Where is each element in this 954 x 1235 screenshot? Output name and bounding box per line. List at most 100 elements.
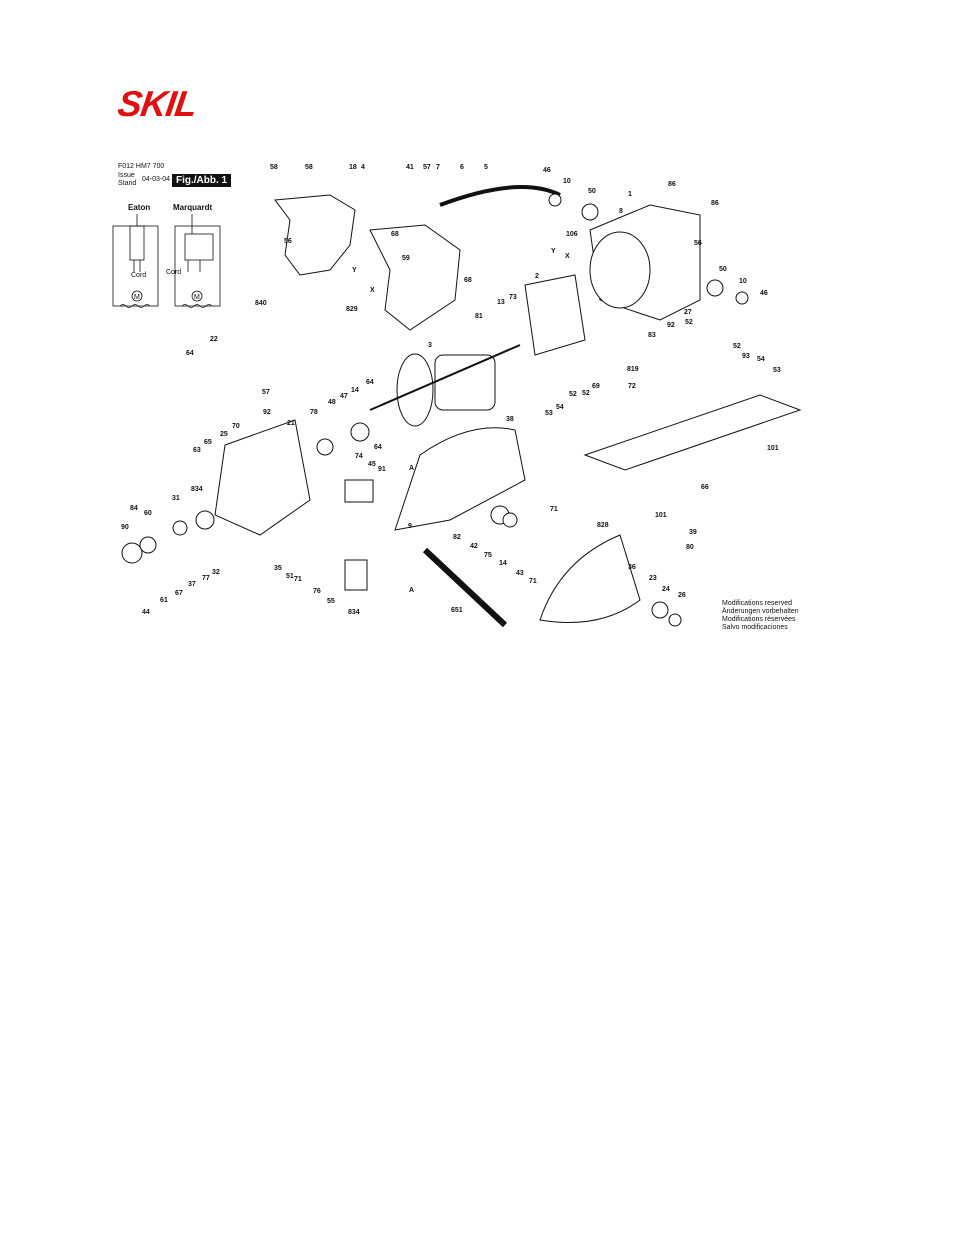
part-callout: 76 <box>313 588 321 595</box>
handle-left <box>274 194 356 276</box>
part-callout: 67 <box>175 590 183 597</box>
part-callout: 828 <box>597 522 609 529</box>
part-callout: 31 <box>172 495 180 502</box>
part-callout: 46 <box>760 290 768 297</box>
part-callout: 21 <box>287 420 295 427</box>
part-callout: 54 <box>556 404 564 411</box>
part-callout: 52 <box>582 390 590 397</box>
part-callout: 50 <box>719 266 727 273</box>
part-callout: 53 <box>773 367 781 374</box>
part-callout: 22 <box>210 336 218 343</box>
part-callout: 72 <box>628 383 636 390</box>
part-callout: 23 <box>649 575 657 582</box>
part-callout: 59 <box>402 255 410 262</box>
part-callout: X <box>370 287 375 294</box>
stand-label: Stand <box>118 180 137 187</box>
part-callout: 819 <box>627 366 639 373</box>
part-callout: 14 <box>351 387 359 394</box>
part-callout: 43 <box>516 570 524 577</box>
eaton-motor-symbol: M <box>134 294 140 301</box>
part-callout: 71 <box>294 576 302 583</box>
part-callout: 84 <box>130 505 138 512</box>
part-callout: 71 <box>550 506 558 513</box>
eaton-title: Eaton <box>128 203 151 212</box>
part-callout: 80 <box>686 544 694 551</box>
part-callout: 834 <box>191 486 203 493</box>
part-callout: 25 <box>220 431 228 438</box>
part-callout: 46 <box>543 167 551 174</box>
part-callout: 48 <box>328 399 336 406</box>
part-callout: 64 <box>366 379 374 386</box>
figure-label: Fig./Abb. 1 <box>172 174 232 187</box>
wiring-diagrams: Cord Cord M M <box>112 214 221 308</box>
part-callout: 71 <box>529 578 537 585</box>
part-callout: 27 <box>684 309 692 316</box>
notice-line: Änderungen vorbehalten <box>722 608 799 615</box>
armature-core <box>434 354 496 411</box>
part-callout: 24 <box>662 586 670 593</box>
handle-right <box>369 224 461 331</box>
part-callout: Y <box>551 248 556 255</box>
part-callout: 91 <box>378 466 386 473</box>
part-callout: 101 <box>767 445 779 452</box>
part-callout: 51 <box>286 573 294 580</box>
part-callout: 651 <box>451 607 463 614</box>
part-callout: 60 <box>144 510 152 517</box>
part-callout: 18 <box>349 164 357 171</box>
base-plate <box>583 394 802 471</box>
part-callout: 69 <box>592 383 600 390</box>
part-callout: 75 <box>484 552 492 559</box>
part-callout: 3 <box>428 342 432 349</box>
part-callout: 39 <box>689 529 697 536</box>
part-callout: 35 <box>274 565 282 572</box>
power-cord <box>439 185 561 207</box>
part-callout: 58 <box>270 164 278 171</box>
part-callout: 68 <box>464 277 472 284</box>
part-callout: 58 <box>305 164 313 171</box>
part-callout: 86 <box>711 200 719 207</box>
part-callout: 93 <box>742 353 750 360</box>
part-callout: 54 <box>757 356 765 363</box>
part-callout: 57 <box>423 164 431 171</box>
part-callout: 52 <box>733 343 741 350</box>
part-callout: 9 <box>408 523 412 530</box>
part-callout: 90 <box>121 524 129 531</box>
part-callout: 37 <box>188 581 196 588</box>
part-callout: 38 <box>506 416 514 423</box>
eaton-cord-label: Cord <box>131 272 146 279</box>
notice-line: Salvo modificaciones <box>722 624 788 631</box>
part-callout: 81 <box>475 313 483 320</box>
modifications-notice: Modifications reserved Änderungen vorbeh… <box>722 600 799 632</box>
part-callout: 61 <box>160 597 168 604</box>
part-callout: 4 <box>361 164 365 171</box>
part-callout: 840 <box>255 300 267 307</box>
part-callout: 5 <box>484 164 488 171</box>
issue-label: Issue <box>118 172 135 179</box>
part-callout: 64 <box>186 350 194 357</box>
part-callout: 26 <box>678 592 686 599</box>
part-callout: 77 <box>202 575 210 582</box>
part-callout: 1 <box>628 191 632 198</box>
part-callout: 66 <box>701 484 709 491</box>
part-callout: 64 <box>374 444 382 451</box>
part-callout: 36 <box>628 564 636 571</box>
part-callout: 56 <box>694 240 702 247</box>
part-callout: 834 <box>348 609 360 616</box>
marquardt-cord-label: Cord <box>166 269 181 276</box>
part-callout: A <box>409 465 414 472</box>
part-callout: 32 <box>212 569 220 576</box>
part-callout: 92 <box>263 409 271 416</box>
part-callout: 56 <box>284 238 292 245</box>
marquardt-motor-symbol: M <box>194 294 200 301</box>
part-callout: 70 <box>232 423 240 430</box>
issue-date: 04-03-04 <box>142 176 171 183</box>
part-callout: 41 <box>406 164 414 171</box>
part-callout: 10 <box>739 278 747 285</box>
part-callout: 8 <box>619 208 623 215</box>
part-callout: X <box>565 253 570 260</box>
part-callout: 14 <box>499 560 507 567</box>
part-callout: 65 <box>204 439 212 446</box>
part-callout: Y <box>352 267 357 274</box>
upper-guard <box>394 427 526 531</box>
